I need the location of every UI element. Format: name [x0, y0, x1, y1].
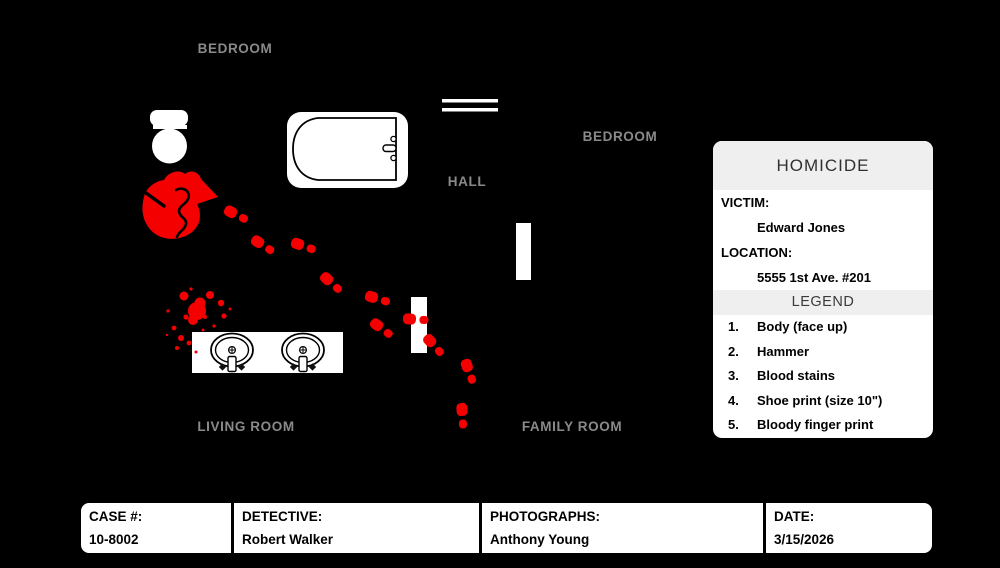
legend-item-number: 4. — [728, 392, 739, 408]
blood-drop — [178, 335, 184, 341]
blood-drop — [217, 299, 225, 307]
legend-item-number: 3. — [728, 368, 739, 384]
legend-item-blood-stains: 3. Blood stains — [713, 364, 933, 389]
blood-drop — [212, 324, 216, 328]
shoe-print-icon — [290, 237, 316, 254]
blood-drop — [188, 315, 198, 325]
blood-drop — [166, 309, 170, 313]
legend-item-label: Shoe print (size 10") — [757, 392, 883, 408]
blood-drop — [206, 291, 214, 299]
blood-drop — [171, 325, 177, 331]
legend-item-number: 1. — [728, 319, 739, 334]
blood-drop — [194, 297, 206, 309]
photographs-label: PHOTOGRAPHS: — [490, 509, 601, 524]
location-value: 5555 1st Ave. #201 — [757, 270, 871, 285]
bathtub-icon — [287, 112, 408, 188]
case-number-cell: CASE #: 10-8002 — [81, 503, 231, 553]
blood-drop — [194, 350, 198, 354]
detective-label: DETECTIVE: — [242, 509, 323, 524]
blood-smear-outline — [174, 187, 190, 239]
blood-drop — [179, 291, 189, 301]
double-sink-vanity-icon — [192, 332, 343, 373]
legend-header: LEGEND — [713, 290, 933, 315]
room-label-living-room: LIVING ROOM — [197, 419, 295, 434]
blood-spatter-icon — [165, 287, 232, 354]
legend-item-body: 1. Body (face up) — [713, 315, 933, 340]
door-opening-marker — [442, 99, 498, 112]
blood-drop — [201, 328, 205, 332]
hammer-mark-icon — [144, 191, 166, 208]
case-number-value: 10-8002 — [89, 532, 139, 547]
shoe-print-icon — [456, 402, 468, 429]
room-label-bedroom-2: BEDROOM — [582, 129, 658, 144]
date-cell: DATE: 3/15/2026 — [763, 503, 932, 553]
blood-drop — [228, 307, 232, 311]
case-info-panel: HOMICIDE VICTIM: Edward Jones LOCATION: … — [713, 141, 933, 438]
shoe-print-icon — [423, 333, 444, 356]
detective-value: Robert Walker — [242, 532, 334, 547]
shoe-print-icon — [369, 318, 393, 338]
photographs-cell: PHOTOGRAPHS: Anthony Young — [479, 503, 763, 553]
blood-drop — [203, 315, 207, 319]
shoe-print-icon — [364, 290, 390, 306]
sink-basin-icon — [281, 332, 325, 373]
legend-item-label: Blood stains — [757, 368, 836, 384]
shoe-print-icon — [319, 272, 342, 293]
door-marker — [411, 297, 427, 353]
legend-item-number: 2. — [728, 343, 739, 359]
door-marker — [516, 223, 531, 280]
blood-drop — [189, 287, 193, 291]
date-label: DATE: — [774, 509, 815, 524]
room-label-hall: HALL — [447, 174, 487, 189]
legend-item-hammer: 2. Hammer — [713, 340, 933, 365]
blood-splash-icon — [142, 171, 218, 239]
legend-item-number: 5. — [728, 417, 739, 433]
location-label: LOCATION: — [721, 245, 793, 260]
toilet-icon — [150, 110, 188, 164]
blood-drop — [221, 313, 227, 319]
legend-item-label: Body (face up) — [757, 319, 848, 334]
legend-item-finger-print: 5. Bloody finger print — [713, 413, 933, 438]
legend-item-label: Hammer — [757, 343, 810, 359]
shoe-print-trail — [223, 205, 477, 429]
detective-cell: DETECTIVE: Robert Walker — [231, 503, 479, 553]
shoe-print-icon — [460, 358, 477, 384]
blood-drop — [186, 340, 192, 346]
blood-drop — [183, 314, 189, 320]
legend-item-shoe-print: 4. Shoe print (size 10") — [713, 389, 933, 414]
legend-item-label: Bloody finger print — [757, 417, 874, 433]
case-number-label: CASE #: — [89, 509, 143, 524]
blood-drop — [165, 333, 169, 337]
shoe-print-icon — [402, 313, 429, 325]
room-label-bedroom-1: BEDROOM — [197, 41, 273, 56]
photographs-value: Anthony Young — [490, 532, 590, 547]
panel-title: HOMICIDE — [713, 141, 933, 190]
shoe-print-icon — [250, 235, 275, 255]
sink-basin-icon — [210, 332, 254, 373]
victim-name: Edward Jones — [757, 220, 846, 235]
case-details-table: CASE #: 10-8002 DETECTIVE: Robert Walker… — [81, 503, 932, 553]
victim-label: VICTIM: — [721, 195, 770, 210]
room-label-family-room: FAMILY ROOM — [521, 419, 623, 434]
shoe-print-icon — [223, 205, 249, 223]
blood-drop — [175, 346, 179, 350]
date-value: 3/15/2026 — [774, 532, 835, 547]
